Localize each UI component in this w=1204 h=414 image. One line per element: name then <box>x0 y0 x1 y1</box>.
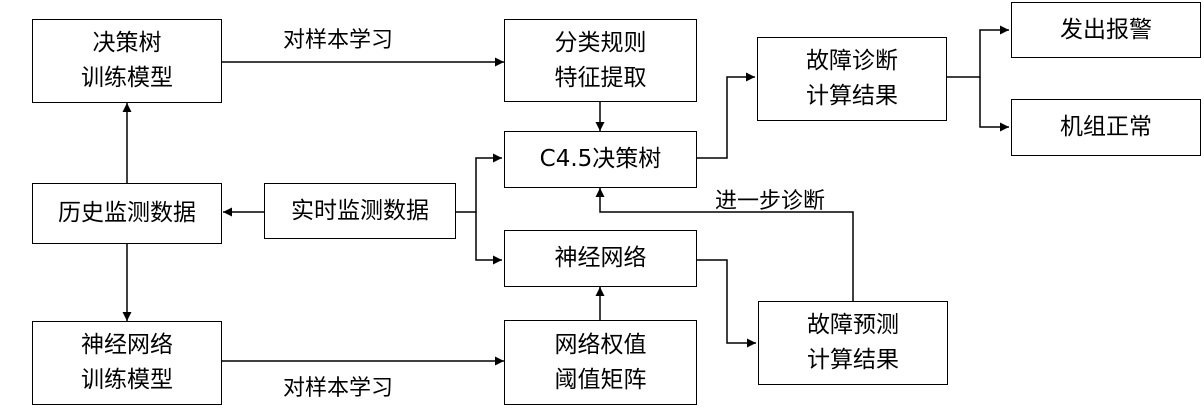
edge-label-learn-bottom: 对样本学习 <box>283 376 394 401</box>
node-c45-decision-tree: C4.5决策树 <box>504 131 697 188</box>
node-history-data: 历史监测数据 <box>32 183 222 244</box>
node-neural-network: 神经网络 <box>504 230 697 287</box>
edge-pred-to-c45 <box>595 188 854 301</box>
node-neural-network-training: 神经网络 训练模型 <box>32 321 222 405</box>
edge-realtime-to-nn <box>475 212 502 265</box>
edge-c45-to-diag <box>697 72 755 159</box>
node-unit-normal: 机组正常 <box>1011 99 1201 156</box>
edge-diag-to-alarm <box>947 25 1009 78</box>
node-rule-extraction: 分类规则 特征提取 <box>504 19 697 102</box>
node-decision-tree-training: 决策树 训练模型 <box>32 19 222 103</box>
node-weight-threshold-matrix: 网络权值 阈值矩阵 <box>504 320 697 405</box>
edge-label-further-diagnosis: 进一步诊断 <box>715 189 826 214</box>
node-realtime-data: 实时监测数据 <box>264 183 456 239</box>
node-alarm: 发出报警 <box>1011 2 1201 58</box>
edge-realtime-to-c45 <box>456 153 502 213</box>
edge-nn-to-pred <box>697 259 756 348</box>
node-diagnosis-result: 故障诊断 计算结果 <box>757 37 947 121</box>
edge-diag-to-normal <box>979 77 1009 132</box>
edge-label-learn-top: 对样本学习 <box>283 28 394 53</box>
node-prediction-result: 故障预测 计算结果 <box>758 301 948 385</box>
